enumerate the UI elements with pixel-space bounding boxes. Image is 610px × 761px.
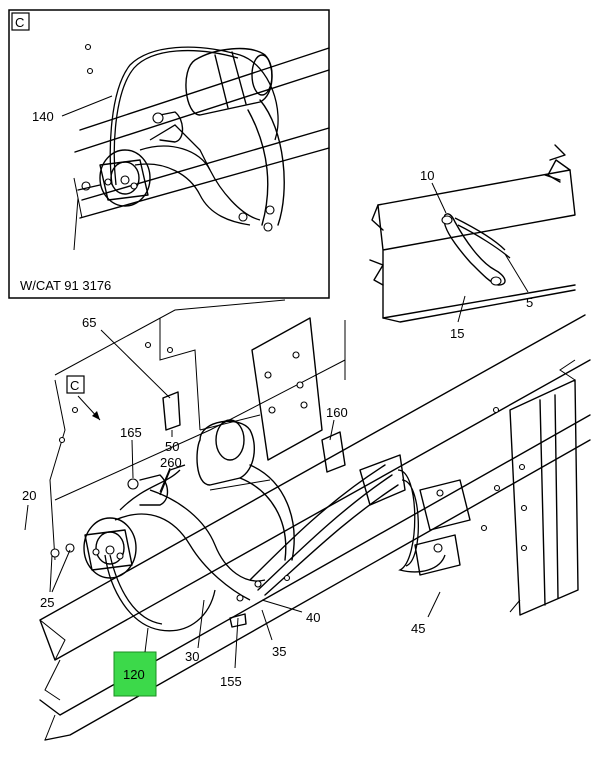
detail-letter-box (11, 12, 30, 31)
main-view: C 65 50 165 260 160 20 25 120 30 155 35 … (22, 299, 591, 741)
leader-30 (197, 599, 205, 649)
callout-20: 20 (22, 488, 36, 503)
detail-frame-rail (74, 47, 330, 219)
callout-15: 15 (450, 326, 464, 341)
leader-165 (131, 439, 134, 479)
grommet-bracket (414, 479, 471, 576)
callout-120-highlight (113, 651, 157, 697)
leader-5 (504, 253, 529, 293)
engine-block (49, 299, 346, 561)
leader-160 (329, 419, 335, 441)
callout-25: 25 (40, 595, 54, 610)
callout-5: 5 (526, 295, 533, 310)
leader-15 (457, 295, 466, 323)
view-ref-letter: C (70, 378, 79, 393)
clamp-strap (443, 213, 506, 286)
callout-140: 140 (32, 109, 54, 124)
leader-65 (100, 329, 171, 399)
harness-conduit (249, 454, 406, 596)
callout-45: 45 (411, 621, 425, 636)
cable-120 (104, 554, 216, 632)
frame-crossmember (509, 379, 579, 616)
callout-35: 35 (272, 644, 286, 659)
callout-10: 10 (420, 168, 434, 183)
detail-letter: C (15, 15, 24, 30)
leader-120 (144, 627, 149, 653)
detail-note: W/CAT 91 3176 (20, 278, 111, 293)
detail-gear-housing (99, 149, 151, 207)
callout-155: 155 (220, 674, 242, 689)
callout-30: 30 (185, 649, 199, 664)
clamp-detail: 10 5 15 (369, 144, 576, 341)
view-ref-box (66, 375, 85, 394)
main-starter-motor (196, 420, 256, 486)
callout-65: 65 (82, 315, 96, 330)
clip-160 (321, 431, 346, 473)
leader-45 (427, 591, 441, 618)
leader-10 (431, 182, 447, 214)
callout-160: 160 (326, 405, 348, 420)
leader-35 (261, 609, 273, 641)
detail-view-c: C 140 W/CAT 91 3176 (8, 9, 330, 299)
callout-40: 40 (306, 610, 320, 625)
main-solenoid (139, 474, 169, 506)
leader-20 (24, 504, 29, 531)
callout-50: 50 (165, 439, 179, 454)
detail-solenoid (159, 111, 184, 143)
main-frame-rail (39, 314, 591, 741)
leader-140 (61, 95, 113, 117)
harness-main (114, 469, 266, 601)
leader-25 (49, 554, 53, 593)
leader-40 (261, 599, 303, 613)
callout-165: 165 (120, 425, 142, 440)
detail-cable-140 (109, 46, 279, 186)
callout-260: 260 (160, 455, 182, 470)
engine-bracket-plate (251, 317, 323, 461)
callout-120: 120 (123, 667, 145, 682)
leader-260 (159, 467, 171, 493)
detail-frame (8, 9, 330, 299)
